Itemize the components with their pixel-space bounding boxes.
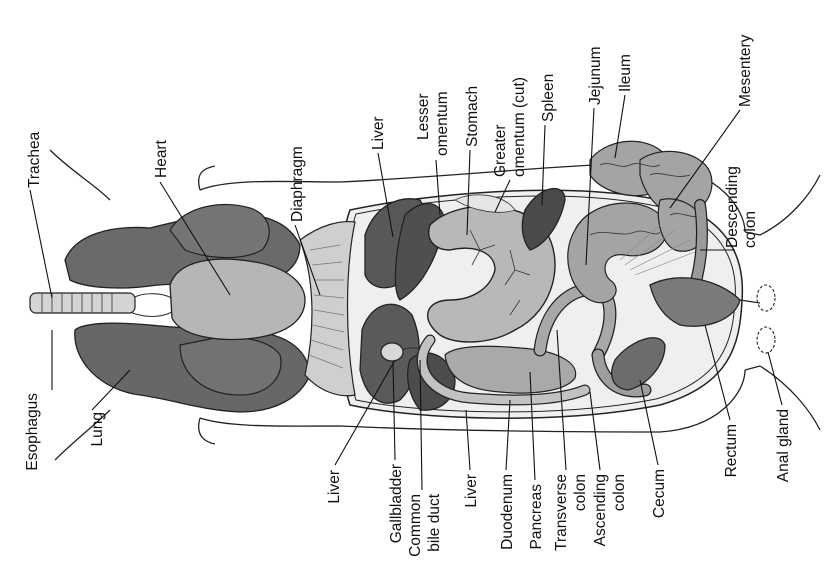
label-transverse-colon-1: Transverse	[553, 474, 570, 551]
label-pancreas: Pancreas	[528, 484, 545, 550]
label-liver-bottom-right: Liver	[463, 474, 480, 508]
label-liver-bottom-left: Liver	[326, 470, 343, 504]
label-jejunum: Jejunum	[587, 46, 604, 105]
label-duodenum: Duodenum	[499, 474, 516, 550]
label-anal-gland: Anal gland	[775, 409, 792, 482]
label-mesentery: Mesentery	[737, 34, 754, 107]
label-lesser-omentum-1: Lesser	[415, 93, 432, 140]
label-esophagus: Esophagus	[24, 393, 41, 471]
label-greater-omentum-1: Greater	[492, 124, 509, 177]
label-diaphragm: Diaphragm	[289, 146, 306, 222]
trachea	[30, 293, 135, 313]
label-spleen: Spleen	[540, 74, 557, 122]
label-common-bile-duct-1: Common	[407, 494, 424, 557]
diaphragm	[300, 222, 355, 396]
label-trachea: Trachea	[26, 131, 43, 188]
label-stomach: Stomach	[464, 86, 481, 147]
label-heart: Heart	[153, 139, 170, 178]
label-common-bile-duct-2: bile duct	[426, 493, 443, 551]
label-ascending-colon-1: Ascending	[592, 474, 609, 546]
label-transverse-colon-2: colon	[572, 474, 589, 511]
label-descending-colon-2: colon	[742, 211, 759, 248]
label-cecum: Cecum	[651, 469, 668, 518]
label-ileum: Ileum	[617, 54, 634, 92]
label-ascending-colon-2: colon	[611, 474, 628, 511]
label-rectum: Rectum	[723, 424, 740, 477]
label-lesser-omentum-2: omentum	[434, 91, 451, 156]
label-greater-omentum-2: omentum (cut)	[511, 77, 528, 177]
label-liver-top: Liver	[370, 116, 387, 150]
label-lung: Lung	[89, 412, 106, 446]
anal-glands	[757, 285, 775, 353]
label-descending-colon-1: Descending	[724, 166, 741, 248]
label-gallbladder: Gallbladder	[388, 464, 405, 543]
